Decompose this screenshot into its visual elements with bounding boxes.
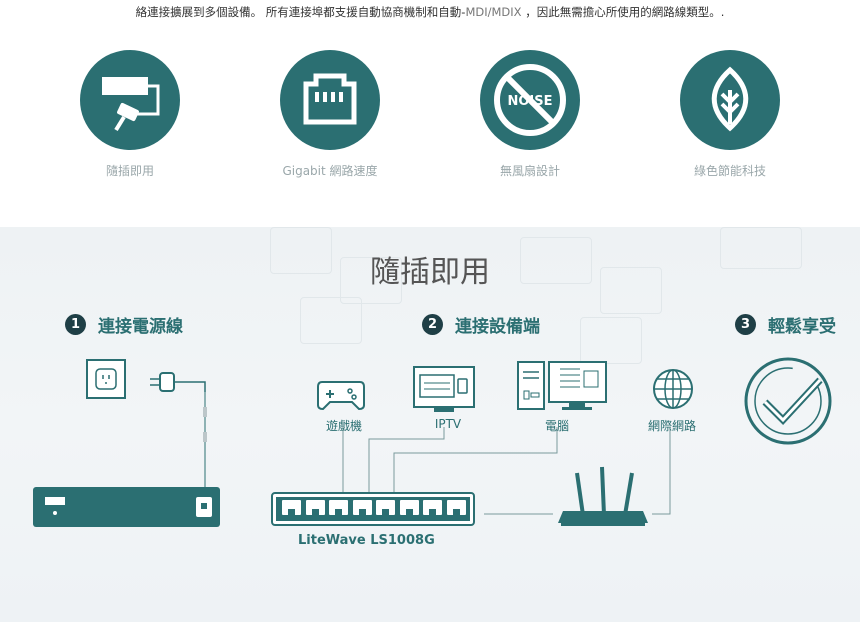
- power-adapter: [33, 487, 220, 527]
- feature-plug-and-play: 隨插即用: [60, 50, 200, 179]
- step-label: 輕鬆享受: [768, 317, 836, 337]
- cord-segment: [203, 407, 207, 417]
- bg-key: [580, 317, 642, 364]
- switch-model-name: LiteWave LS1008G: [298, 533, 435, 548]
- intro-text: 絡連接擴展到多個設備。 所有連接埠都支援自動協商機制和自動-MDI/MDIX ，…: [0, 4, 860, 20]
- bg-key: [520, 237, 592, 284]
- globe-icon: [653, 369, 693, 409]
- step-2: 2 連接設備端: [422, 312, 540, 337]
- device-label-iptv: IPTV: [434, 417, 462, 431]
- feature-circle: [280, 50, 380, 150]
- intro-text-before: 絡連接擴展到多個設備。 所有連接埠都支援自動協商機制和自動-: [135, 5, 466, 19]
- feature-label: 綠色節能科技: [693, 164, 766, 178]
- bg-key: [600, 267, 662, 314]
- feature-green-energy: 綠色節能科技: [660, 50, 800, 179]
- check-mark-icon: [744, 357, 832, 445]
- step-number: 1: [65, 314, 86, 335]
- feature-circle: [80, 50, 180, 150]
- feature-label: 無風扇設計: [499, 164, 560, 178]
- feature-gigabit: Gigabit 網路速度: [260, 50, 400, 179]
- step-label: 連接設備端: [455, 317, 540, 337]
- leaf-icon: [711, 66, 749, 132]
- iptv-icon: [413, 366, 475, 412]
- plug-icon: [102, 77, 160, 132]
- switch-port: [446, 500, 466, 515]
- panel-title: 隨插即用: [370, 255, 490, 290]
- wall-outlet-icon: [86, 359, 126, 399]
- ethernet-port-icon: [303, 73, 357, 125]
- device-label-internet: 網際網路: [647, 419, 696, 433]
- bg-key: [720, 227, 802, 269]
- bg-key: [270, 227, 332, 274]
- connection-lines: [342, 427, 671, 515]
- switch-port: [423, 500, 442, 515]
- switch-port: [329, 500, 348, 515]
- step-number: 3: [735, 314, 756, 335]
- switch-port: [399, 500, 419, 515]
- feature-circle: [680, 50, 780, 150]
- feature-circle: NOISE: [480, 50, 580, 150]
- bg-key: [340, 257, 402, 304]
- network-switch: [271, 492, 475, 526]
- feature-label: Gigabit 網路速度: [282, 164, 378, 178]
- step-label: 連接電源線: [98, 317, 183, 337]
- router-icon: [558, 466, 648, 526]
- bg-key: [300, 297, 362, 344]
- step-1: 1 連接電源線: [65, 312, 183, 337]
- device-label-pc: 電腦: [544, 419, 569, 433]
- plug-and-play-panel: 隨插即用 1 連接電源線 2 連接設備端 3 輕鬆享受: [0, 227, 860, 622]
- cord-segment: [203, 432, 207, 442]
- switch-port: [282, 500, 301, 515]
- feature-fanless: NOISE 無風扇設計: [460, 50, 600, 179]
- step-number: 2: [422, 314, 443, 335]
- switch-port: [305, 500, 325, 515]
- switch-port: [376, 500, 395, 515]
- switch-port: [352, 500, 372, 515]
- device-label-game: 遊戲機: [325, 419, 362, 433]
- game-controller-icon: [317, 381, 365, 411]
- intro-text-highlight: MDI/MDIX: [465, 5, 522, 19]
- intro-text-after: ，因此無需擔心所使用的網路線類型。.: [521, 5, 725, 19]
- no-noise-icon: NOISE: [494, 64, 566, 136]
- feature-label: 隨插即用: [105, 164, 154, 178]
- computer-icon: [517, 361, 607, 410]
- step-3: 3 輕鬆享受: [735, 312, 836, 337]
- power-plug-icon: [150, 372, 206, 392]
